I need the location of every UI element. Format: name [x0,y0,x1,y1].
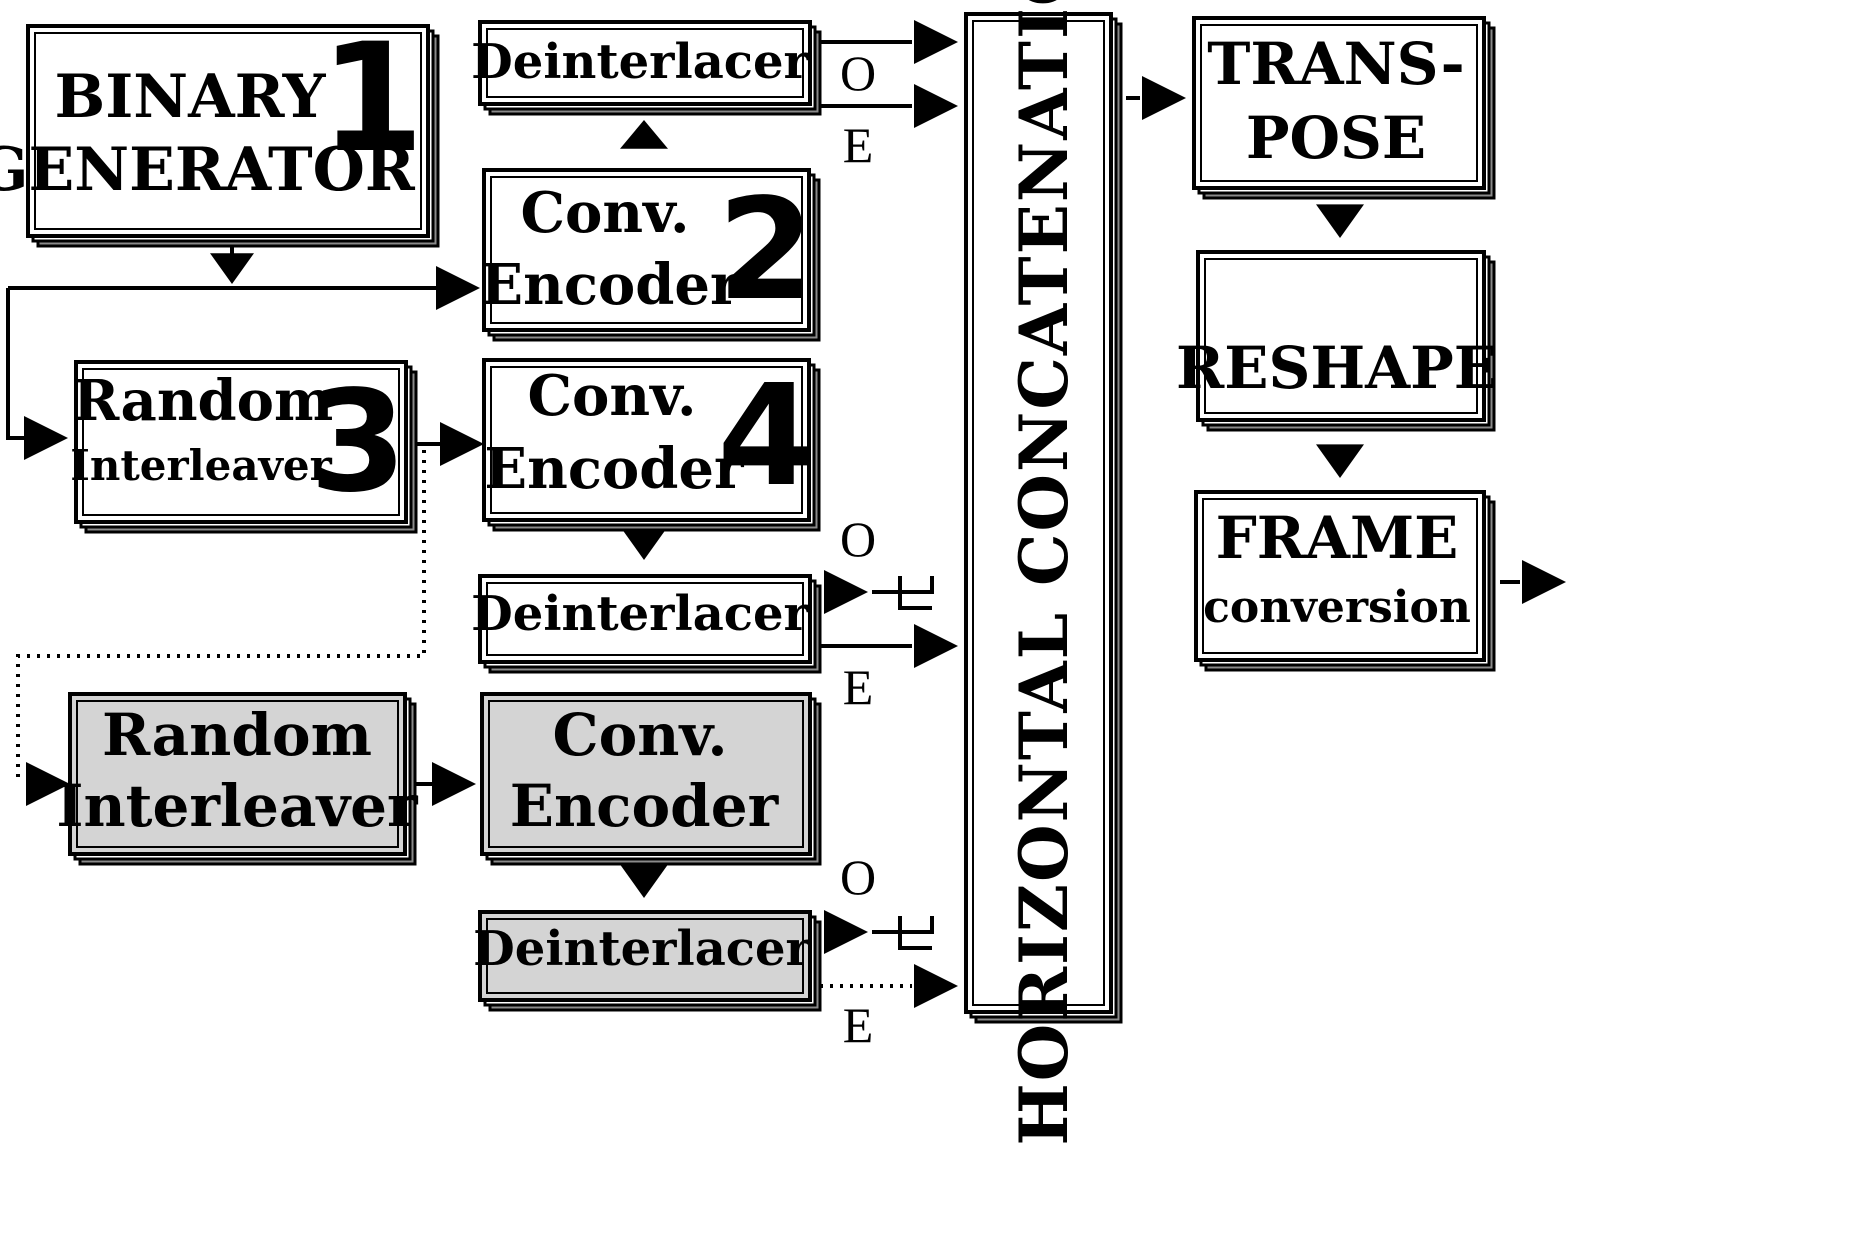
arrow-binary-down-icon [210,253,254,284]
block-label-line: Conv. [520,180,689,246]
connector-to-interleaver-3 [6,288,28,440]
block-number: 1 [320,12,424,186]
block-label-line: Encoder [484,436,745,502]
block-label-line: Encoder [510,772,780,840]
reshape-block: RESHAPE [1176,250,1498,432]
arrow-to-grey-encoder-icon [432,762,476,806]
arrow-top-odd-icon [914,20,958,64]
block-label-line: FRAME [1216,504,1459,572]
block-label-line: Encoder [480,252,741,318]
arrow-to-encoder-2-icon [436,266,480,310]
block-label-line: BINARY [54,62,326,132]
arrow-frame-output-icon [1522,560,1566,604]
connector-grey-odd-terminal [898,916,932,950]
port-label-top-even: E [843,117,874,173]
arrow-middle-odd-icon [824,570,868,614]
block-label-line: HORIZONTAL CONCATENATION [1005,0,1083,1146]
arrow-to-interleaver-3-icon [24,416,68,460]
block-label-line: conversion [1203,582,1471,633]
connector-grey-odd-stub [872,916,934,934]
horizontal-concatenation-block: HORIZONTAL CONCATENATION [964,0,1123,1146]
connector-dotted-branch [16,450,426,784]
block-label-line: Conv. [552,701,727,769]
block-number: 3 [309,361,406,524]
connector-middle-odd-stub [872,576,934,594]
port-label-middle-even: E [843,659,874,715]
block-label-line: Deinterlacer [471,34,809,90]
block-number: 4 [717,355,814,518]
block-label-line: TRANS- [1207,30,1464,98]
block-label-line: Random [73,368,334,434]
block-label-line: Deinterlacer [473,921,811,977]
port-label-middle-odd: O [840,511,876,567]
transpose-block: TRANS-POSE [1192,16,1496,200]
block-label-line: Interleaver [70,441,332,490]
port-label-grey-odd: O [840,849,876,905]
conv-encoder-grey-block: Conv.Encoder [480,692,822,866]
frame-conversion-block: FRAME conversion [1194,490,1496,672]
arrow-transpose-to-reshape-icon [1316,204,1364,238]
block-label-line: Deinterlacer [471,586,809,642]
block-label-line: RESHAPE [1176,334,1498,402]
arrow-reshape-to-frame-icon [1316,444,1364,478]
arrow-grey-encoder-to-deinterlacer-icon [620,864,668,898]
block-label-line: Interleaver [56,772,419,840]
deinterlacer-top-block: Deinterlacer [471,20,822,116]
arrow-to-encoder-4-icon [440,422,484,466]
block-number: 2 [717,169,814,332]
block-label-line: Random [102,701,372,769]
arrow-to-grey-interleaver-icon [26,762,70,806]
arrow-to-transpose-icon [1142,76,1186,120]
block-label-line: GENERATOR [0,135,416,205]
port-label-top-odd: O [840,45,876,101]
arrow-grey-odd-icon [824,910,868,954]
connector-middle-odd-terminal [898,576,932,610]
block-label-line: Conv. [527,363,696,429]
block-label-line: POSE [1246,104,1426,172]
arrow-encoder4-to-deinterlacer-icon [620,526,668,560]
arrow-encoder2-to-deinterlacer-icon [620,120,668,149]
arrow-grey-even-icon [914,964,958,1008]
deinterlacer-grey-block: Deinterlacer [473,910,822,1012]
arrow-middle-even-icon [914,624,958,668]
arrow-top-even-icon [914,84,958,128]
port-label-grey-even: E [843,997,874,1053]
deinterlacer-middle-block: Deinterlacer [471,574,822,674]
